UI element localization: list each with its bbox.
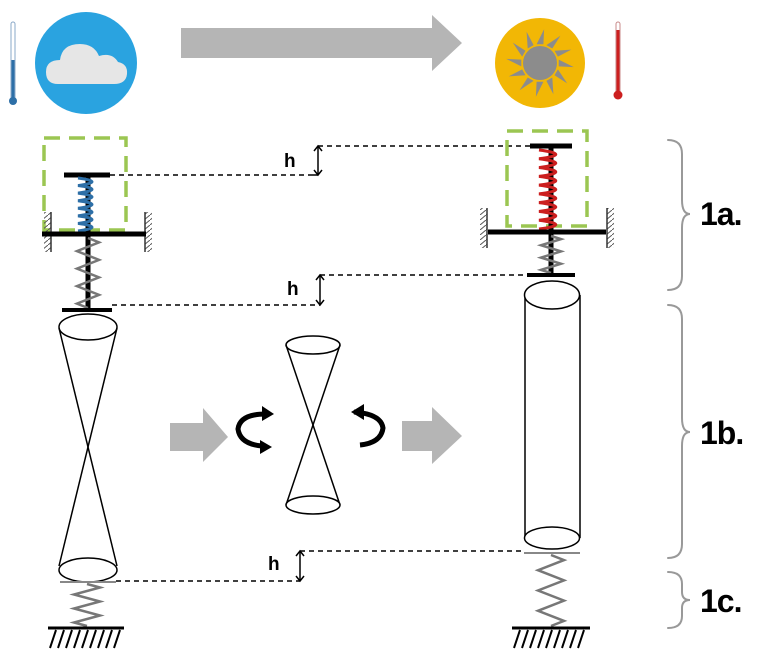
left-bias-spring bbox=[73, 236, 103, 310]
ground-hatch-mark bbox=[57, 629, 65, 649]
warm-highlight-box bbox=[505, 129, 589, 228]
sun-ray bbox=[512, 42, 526, 57]
ground-hatch-mark bbox=[529, 629, 537, 649]
sun-ray bbox=[536, 29, 545, 45]
middle-double-cone bbox=[285, 335, 341, 515]
cold-spring bbox=[77, 176, 94, 233]
ground-hatch-mark bbox=[513, 629, 521, 649]
h-label-bottom: h bbox=[268, 554, 280, 575]
h-middle-indicator bbox=[315, 273, 325, 307]
left-double-cone bbox=[58, 313, 118, 583]
right-cylinder bbox=[523, 280, 581, 550]
rotate-arrows-icon bbox=[235, 404, 386, 454]
ground-hatch-mark bbox=[569, 629, 577, 649]
sun-ray bbox=[546, 77, 554, 95]
h-label-top: h bbox=[284, 151, 296, 172]
ground-hatch-mark bbox=[521, 629, 529, 649]
ground-hatch-mark bbox=[577, 629, 585, 649]
ground-hatch-mark bbox=[561, 629, 569, 649]
right-bias-spring bbox=[536, 234, 566, 275]
right-wall-hatch-left bbox=[480, 208, 487, 248]
ground-hatch-mark bbox=[81, 629, 89, 649]
ground-hatch-mark bbox=[113, 629, 121, 649]
h-top-indicator bbox=[310, 144, 323, 177]
section-label-1c: 1c. bbox=[700, 583, 741, 619]
brace-1c bbox=[667, 571, 691, 629]
thermometer-high-icon bbox=[613, 21, 623, 100]
ground-hatch-mark bbox=[553, 629, 561, 649]
cloud-icon bbox=[35, 12, 137, 114]
h-bottom-indicator bbox=[295, 549, 305, 583]
warm-spring bbox=[538, 148, 558, 231]
h-label-middle: h bbox=[287, 279, 299, 300]
sun-ray bbox=[554, 69, 568, 84]
ground-hatch-mark bbox=[73, 629, 81, 649]
sun-ray bbox=[519, 77, 534, 91]
ground-hatch-mark bbox=[537, 629, 545, 649]
right-base-spring bbox=[534, 553, 568, 628]
sun-ray bbox=[558, 59, 574, 68]
sun-ray bbox=[526, 31, 534, 49]
arrow-right-icon bbox=[181, 15, 462, 71]
sun-ray bbox=[506, 58, 522, 67]
sun-ray bbox=[546, 35, 561, 49]
ground-hatch-mark bbox=[49, 629, 57, 649]
left-wall-hatch-right bbox=[145, 212, 152, 252]
ground-hatch-mark bbox=[97, 629, 105, 649]
left-base-spring bbox=[69, 582, 105, 628]
thermometer-low-icon bbox=[9, 21, 17, 105]
brace-1a bbox=[667, 139, 691, 291]
ground-hatch-mark bbox=[105, 629, 113, 649]
sun-ray bbox=[508, 69, 526, 77]
ground-hatch-mark bbox=[545, 629, 553, 649]
ground-hatch-mark bbox=[89, 629, 97, 649]
right-wall-hatch-right bbox=[607, 208, 614, 248]
sun-icon bbox=[495, 18, 585, 108]
arrow-right-icon bbox=[170, 408, 228, 462]
sun-ray bbox=[535, 81, 544, 97]
section-label-1b: 1b. bbox=[700, 415, 743, 451]
brace-1b bbox=[667, 304, 691, 559]
ground-hatch-mark bbox=[65, 629, 73, 649]
section-label-1a: 1a. bbox=[700, 196, 741, 232]
sun-ray bbox=[554, 49, 572, 57]
arrow-right-icon bbox=[402, 407, 462, 464]
